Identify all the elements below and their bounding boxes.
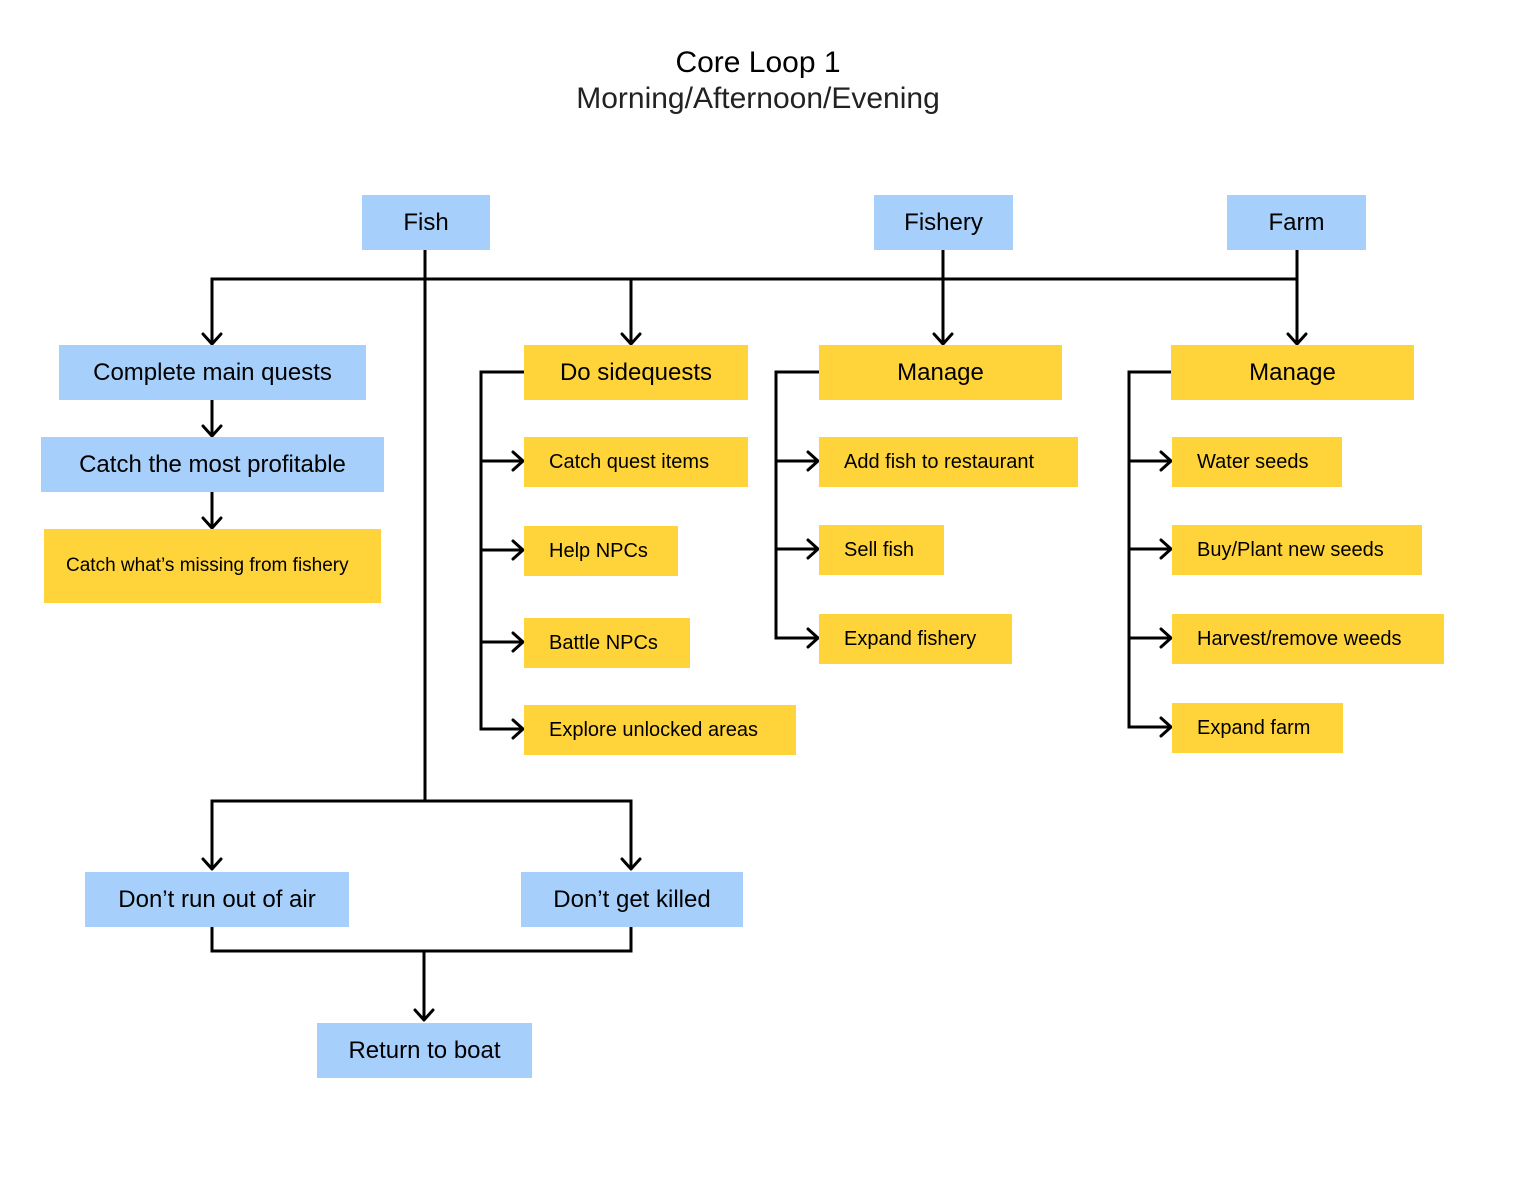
arrowhead: [201, 332, 223, 346]
arrowhead: [806, 538, 820, 560]
farm-item: Buy/Plant new seeds: [1172, 525, 1422, 575]
air-label: Don’t run out of air: [118, 885, 316, 913]
sidequest-item: Explore unlocked areas: [524, 705, 796, 755]
diagram-subtitle: Morning/Afternoon/Evening: [576, 82, 940, 115]
arrowhead: [806, 627, 820, 649]
fishery-label: Fishery: [904, 208, 983, 236]
air-box: Don’t run out of air: [85, 872, 349, 927]
fishery-box: Fishery: [874, 195, 1013, 250]
killed-box: Don’t get killed: [521, 872, 743, 927]
killed-label: Don’t get killed: [553, 885, 711, 913]
farm-manage-label: Manage: [1249, 358, 1336, 386]
sidequest-item-label: Explore unlocked areas: [549, 718, 759, 741]
sidequest-item: Battle NPCs: [524, 618, 690, 668]
arrowhead: [1159, 627, 1173, 649]
sidequests-label: Do sidequests: [559, 358, 713, 386]
main-quests-box: Complete main quests: [59, 345, 366, 400]
farm-item: Water seeds: [1172, 437, 1342, 487]
merge-line: [210, 926, 633, 953]
sidequest-item-label: Battle NPCs: [549, 631, 658, 654]
fishery-manage-box: Manage: [819, 345, 1062, 400]
fish-label: Fish: [403, 208, 449, 236]
arrowhead: [932, 332, 954, 346]
arrowhead: [1159, 450, 1173, 472]
arrowhead: [806, 450, 820, 472]
arrowhead: [1159, 538, 1173, 560]
sidequests-bracket: [479, 370, 526, 731]
fishery-bracket: [774, 370, 821, 640]
arrowhead: [511, 539, 525, 561]
fish-box: Fish: [362, 195, 490, 250]
arrowhead: [1159, 716, 1173, 738]
missing-label: Catch what’s missing from fishery: [66, 555, 349, 576]
arrowhead: [511, 631, 525, 653]
farm-label: Farm: [1268, 208, 1325, 236]
farm-item-label: Buy/Plant new seeds: [1197, 538, 1384, 561]
fishery-item: Add fish to restaurant: [819, 437, 1078, 487]
fishery-item: Sell fish: [819, 525, 944, 575]
fishery-item-label: Add fish to restaurant: [844, 450, 1035, 473]
arrowhead: [511, 450, 525, 472]
arrowhead: [620, 332, 642, 346]
profitable-box: Catch the most profitable: [41, 437, 384, 492]
arrowhead: [413, 1008, 435, 1022]
diagram-title: Core Loop 1: [675, 46, 841, 79]
farm-item: Harvest/remove weeds: [1172, 614, 1444, 664]
return-label: Return to boat: [348, 1036, 501, 1064]
sidequest-item-label: Catch quest items: [549, 450, 710, 473]
sidequests-box: Do sidequests: [524, 345, 748, 400]
farm-item: Expand farm: [1172, 703, 1343, 753]
fishery-item: Expand fishery: [819, 614, 1012, 664]
fishery-item-label: Sell fish: [844, 538, 915, 561]
farm-bracket: [1127, 370, 1173, 729]
arrowhead: [201, 424, 223, 438]
main-quests-label: Complete main quests: [93, 358, 332, 386]
fishery-item-label: Expand fishery: [844, 627, 977, 650]
farm-manage-box: Manage: [1171, 345, 1414, 400]
sidequest-item: Catch quest items: [524, 437, 748, 487]
arrowhead: [201, 516, 223, 530]
return-box: Return to boat: [317, 1023, 532, 1078]
farm-item-label: Water seeds: [1197, 450, 1309, 473]
farm-item-label: Harvest/remove weeds: [1197, 627, 1402, 650]
sidequest-item-label: Help NPCs: [549, 539, 648, 562]
farm-item-label: Expand farm: [1197, 716, 1311, 739]
fishery-manage-label: Manage: [897, 358, 984, 386]
profitable-label: Catch the most profitable: [79, 450, 346, 478]
arrowhead: [201, 857, 223, 871]
farm-box: Farm: [1227, 195, 1366, 250]
arrowhead: [1286, 332, 1308, 346]
arrowhead: [511, 718, 525, 740]
missing-box: Catch what’s missing from fishery: [44, 529, 381, 603]
sidequest-item: Help NPCs: [524, 526, 678, 576]
arrowhead: [620, 857, 642, 871]
